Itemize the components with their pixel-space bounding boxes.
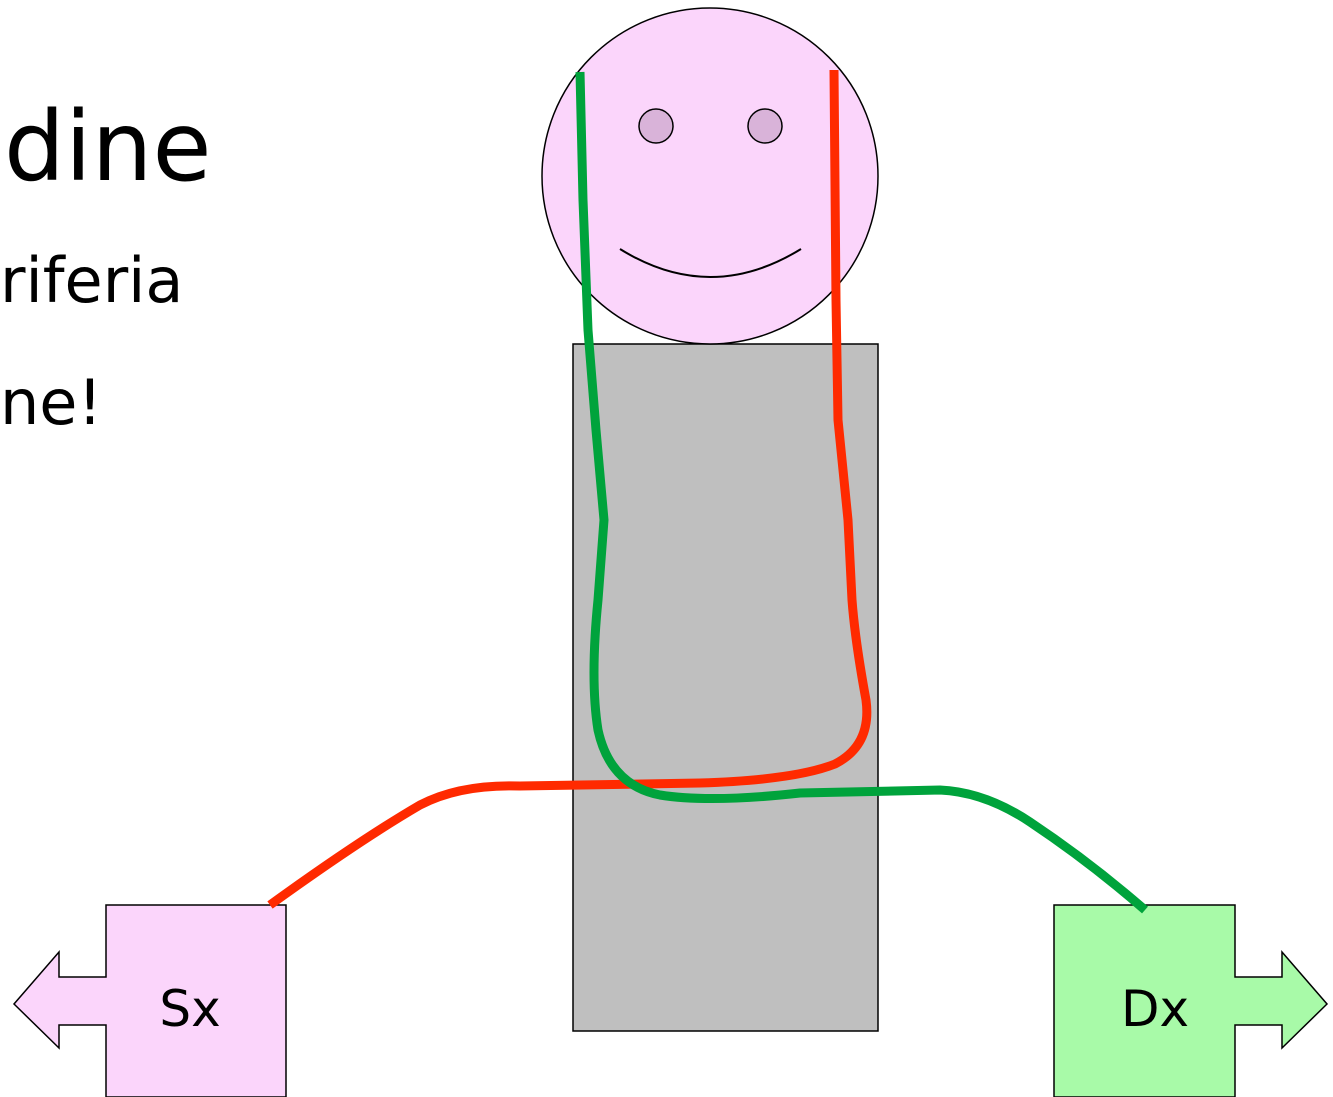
bullet-text-fragment-1: riferia	[0, 244, 183, 317]
title-text-fragment: dine	[4, 91, 212, 203]
bullet-text-fragment-2: ne!	[0, 366, 102, 439]
right-eye	[747, 108, 783, 144]
green-crossing-pathway	[575, 71, 1148, 914]
body-block	[572, 343, 879, 1032]
left-output-box	[12, 904, 287, 1097]
red-crossing-pathway	[267, 69, 872, 909]
head-circle	[541, 7, 879, 345]
left-eye	[638, 108, 674, 144]
right-box-label: Dx	[1121, 980, 1189, 1038]
left-box-label: Sx	[159, 980, 220, 1038]
right-output-box	[1053, 904, 1329, 1097]
smile-mouth	[619, 248, 802, 278]
